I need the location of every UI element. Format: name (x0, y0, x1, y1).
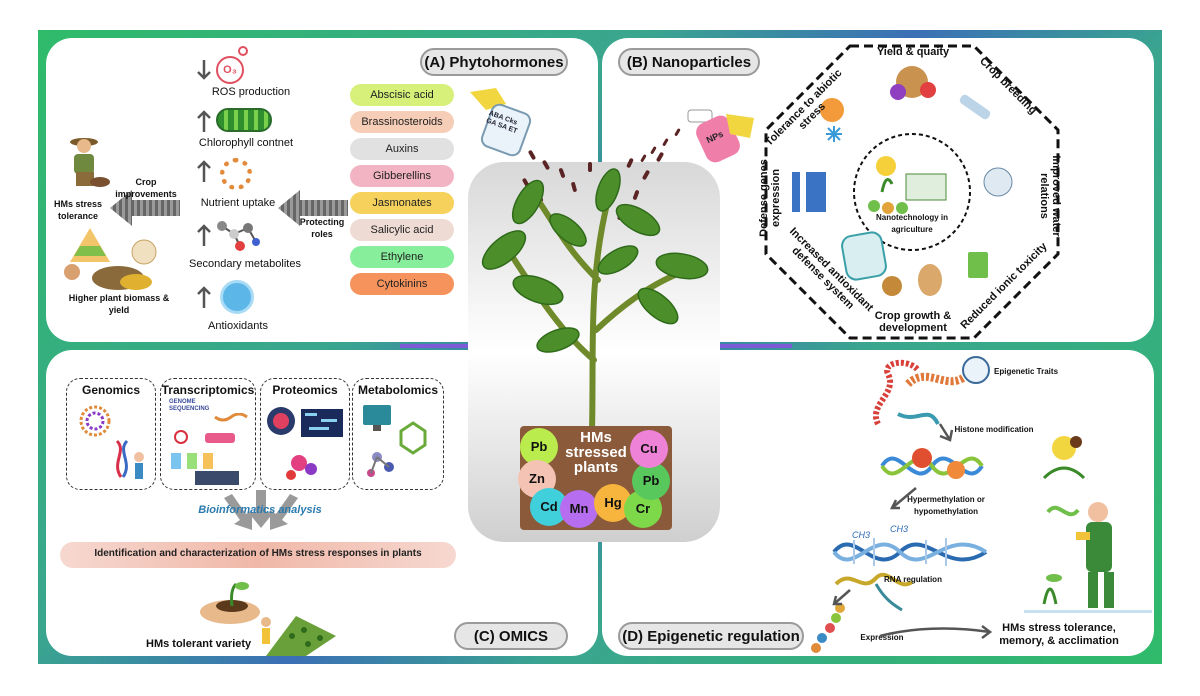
histone-label: Histone modification (954, 425, 1034, 434)
omics-transcriptomics-box: Transcriptomics GENOME SEQUENCING (160, 378, 256, 490)
panel-c-title: (C) OMICS (454, 622, 568, 650)
molecule-icon (214, 218, 262, 252)
panel-b-title: (B) Nanoparticles (618, 48, 760, 76)
antioxidants-label: Antioxidants (208, 320, 268, 332)
soil-title: HMs stressed plants (565, 429, 627, 476)
hormone-spray-icon (466, 86, 536, 158)
hormone-pill: Brassinosteroids (350, 111, 454, 133)
omics-genomics-box: Genomics (66, 378, 156, 490)
omics-metabolomics-box: Metabolomics (352, 378, 444, 490)
plant-illustration (481, 150, 709, 430)
tolerant-variety-label: HMs tolerant variety (146, 638, 252, 650)
epigenetic-traits-icon (962, 356, 990, 384)
panel-a-arrows (197, 60, 211, 308)
nutrient-uptake-label: Nutrient uptake (200, 197, 276, 209)
metal-cu: Cu (630, 430, 668, 468)
ch3-label-2: CH3 (890, 524, 909, 534)
epigenetic-traits-label: Epigenetic Traits (994, 367, 1059, 376)
hms-stress-tolerance-label: HMs stress tolerance (53, 199, 103, 221)
segment-water-relations: Improved water relations (1038, 155, 1062, 237)
hormone-label: Cytokinins (376, 278, 428, 290)
divider-left (400, 344, 480, 348)
metabolomics-title: Metabolomics (357, 383, 438, 397)
nanotech-octagon (764, 44, 1060, 340)
ozone-bubble-icon (238, 46, 248, 56)
antioxidant-icon (220, 280, 254, 314)
segment-yield-quality: Yield & quaity (876, 46, 950, 58)
food-pyramid-icon (58, 222, 168, 292)
chlorophyll-label: Chlorophyll contnet (198, 137, 294, 149)
nps-spray-drops (640, 128, 681, 162)
crop-improvements-label: Crop improvements (115, 177, 177, 199)
genomics-title: Genomics (81, 383, 141, 397)
expression-label: Expression (860, 633, 904, 642)
hormone-label: Abscisic acid (370, 89, 434, 101)
rna-strand-icon (834, 572, 914, 612)
higher-biomass-label: Higher plant biomass & yield (68, 293, 170, 315)
rna-regulation-label: RNA regulation (884, 575, 942, 584)
chromosome-icon (79, 405, 144, 479)
farmer-icon (60, 132, 112, 190)
secondary-metabolites-label: Secondary metabolites (189, 258, 301, 270)
metal-pb-1: Pb (520, 428, 558, 466)
segment-defense-genes: Defense genes expression (758, 159, 782, 237)
divider-right (712, 344, 792, 348)
metal-pb-2: Pb (632, 462, 670, 500)
protecting-roles-label: Protecting roles (299, 217, 345, 239)
hormone-label: Ethylene (380, 251, 424, 263)
chloroplast-icon (216, 108, 272, 132)
segment-crop-growth: Crop growth & development (874, 310, 952, 334)
hormone-label: Gibberellins (372, 170, 432, 182)
hyper-hypo-label: Hypermethylation or hypomethylation (907, 495, 985, 516)
hormone-pill: Auxins (350, 138, 454, 160)
dna-helix-icon (880, 448, 984, 479)
ros-production-label: ROS production (211, 86, 291, 98)
omics-proteomics-box: Proteomics (260, 378, 350, 490)
hormone-label: Brassinosteroids (361, 116, 443, 128)
hormone-pill: Abscisic acid (350, 84, 454, 106)
tolerant-variety-icon (200, 582, 336, 656)
nutrient-ring-icon (220, 158, 252, 190)
chromatin-icon (873, 359, 971, 426)
metabolite-icons (363, 405, 427, 477)
identification-banner (60, 542, 456, 568)
protein-icons (267, 407, 343, 480)
proteomics-title: Proteomics (272, 383, 338, 397)
expression-chain-icon (811, 603, 845, 653)
panel-d-title: (D) Epigenetic regulation (618, 622, 804, 650)
hormone-pill: Gibberellins (350, 165, 454, 187)
identification-label: Identification and characterization of H… (94, 548, 422, 559)
transcriptomics-title: Transcriptomics (161, 383, 255, 397)
dna-methyl-icon (832, 538, 988, 566)
metal-mn: Mn (560, 490, 598, 528)
ch3-label-1: CH3 (852, 530, 871, 540)
nps-sprayer-icon (684, 104, 756, 164)
hormone-pill: Ethylene (350, 246, 454, 268)
hormone-pill: Jasmonates (350, 192, 454, 214)
transcript-icons (171, 413, 248, 485)
genome-seq-label: GENOME SEQUENCING (169, 399, 210, 412)
hormone-label: Jasmonates (372, 197, 432, 209)
hormone-pill: Cytokinins (350, 273, 454, 295)
ozone-icon: O₃ (216, 56, 244, 84)
farmer-spraying-icon (1024, 436, 1152, 613)
nanotech-center-label: Nanotechnology in agriculture (876, 213, 948, 234)
hormone-label: Auxins (385, 143, 419, 155)
big-arrows-a (110, 190, 348, 226)
hormone-label: Salicylic acid (370, 224, 434, 236)
epigenetic-arrows (832, 423, 993, 639)
bioinformatics-label: Bioinformatics analysis (198, 504, 322, 516)
omics-down-arrows (224, 490, 298, 530)
panel-a-title: (A) Phytohormones (420, 48, 568, 76)
hormone-pill: Salicylic acid (350, 219, 454, 241)
outcome-label: HMs stress tolerance, memory, & acclimat… (999, 622, 1119, 647)
